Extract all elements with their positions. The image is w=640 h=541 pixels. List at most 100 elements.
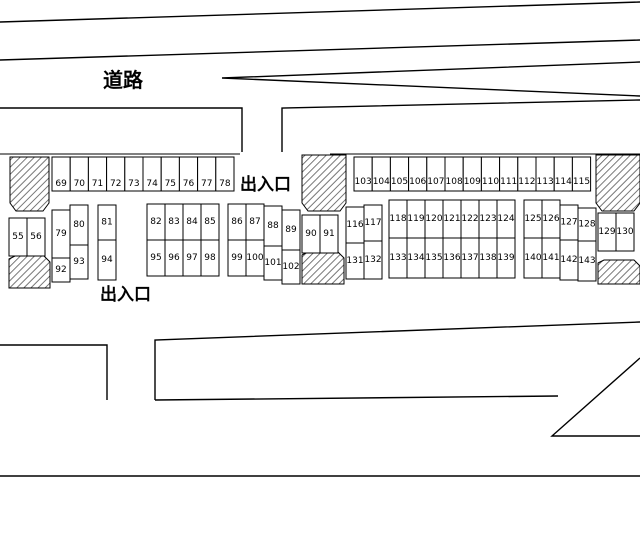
parking-space-number: 74 <box>146 179 158 189</box>
parking-space-number: 114 <box>555 177 572 187</box>
parking-space-number: 83 <box>168 217 179 227</box>
parking-space-number: 73 <box>128 179 139 189</box>
parking-space-number: 78 <box>219 179 231 189</box>
parking-space-number: 103 <box>355 177 372 187</box>
parking-space-number: 135 <box>425 253 442 263</box>
parking-space-number: 71 <box>92 179 103 189</box>
parking-space-number: 140 <box>524 253 541 263</box>
parking-space <box>215 156 235 192</box>
parking-space-number: 120 <box>425 214 442 224</box>
parking-space-number: 116 <box>346 220 363 230</box>
parking-space-number: 132 <box>364 255 381 265</box>
parking-space <box>615 212 635 252</box>
parking-space-number: 96 <box>168 253 180 263</box>
parking-space-number: 134 <box>407 253 424 263</box>
planter <box>9 156 50 212</box>
parking-space-number: 130 <box>616 227 633 237</box>
parking-space-number: 129 <box>598 227 615 237</box>
parking-space-number: 105 <box>391 177 408 187</box>
parking-space-number: 99 <box>231 253 243 263</box>
planter <box>595 154 640 212</box>
parking-space-number: 69 <box>55 179 67 189</box>
parking-space-number: 138 <box>479 253 496 263</box>
parking-space-number: 100 <box>246 253 263 263</box>
parking-space-number: 104 <box>373 177 390 187</box>
parking-space-number: 117 <box>364 218 381 228</box>
parking-space-number: 95 <box>150 253 161 263</box>
parking-space-number: 87 <box>249 217 260 227</box>
parking-space-number: 91 <box>323 229 334 239</box>
parking-space-number: 79 <box>55 229 67 239</box>
planter <box>301 251 345 285</box>
parking-space-number: 119 <box>407 214 424 224</box>
parking-space-number: 89 <box>285 225 297 235</box>
parking-space-number: 141 <box>542 253 559 263</box>
parking-space-number: 81 <box>101 218 112 228</box>
parking-space <box>571 156 592 192</box>
parking-space-number: 55 <box>12 232 23 242</box>
parking-space-number: 93 <box>73 257 84 267</box>
parking-space-number: 115 <box>573 177 590 187</box>
parking-space-number: 88 <box>267 221 279 231</box>
parking-space-number: 121 <box>443 214 460 224</box>
parking-space-number: 111 <box>500 177 517 187</box>
parking-space-number: 77 <box>201 179 212 189</box>
parking-space <box>69 244 89 280</box>
parking-space-number: 126 <box>542 214 559 224</box>
parking-space-number: 113 <box>537 177 554 187</box>
parking-space-number: 108 <box>446 177 463 187</box>
parking-space-number: 72 <box>110 179 121 189</box>
parking-space-number: 142 <box>560 255 577 265</box>
parking-space-number: 94 <box>101 255 113 265</box>
parking-space-number: 136 <box>443 253 460 263</box>
parking-space-number: 128 <box>578 220 595 230</box>
entrance-label-bottom: 出入口 <box>100 284 151 305</box>
parking-space-number: 82 <box>150 217 161 227</box>
parking-space-number: 97 <box>186 253 197 263</box>
parking-space-number: 133 <box>389 253 406 263</box>
parking-space-number: 86 <box>231 217 243 227</box>
parking-space-number: 123 <box>479 214 496 224</box>
planters <box>8 154 640 289</box>
road-label: 道路 <box>103 68 144 92</box>
parking-space-number: 76 <box>183 179 195 189</box>
parking-space-number: 109 <box>464 177 481 187</box>
parking-space-number: 80 <box>73 220 85 230</box>
parking-space-number: 102 <box>282 262 299 272</box>
parking-space-number: 143 <box>578 256 595 266</box>
entrance-label-top: 出入口 <box>240 174 291 195</box>
parking-space-number: 107 <box>427 177 444 187</box>
parking-space <box>577 240 597 282</box>
parking-space-number: 101 <box>264 258 281 268</box>
parking-space <box>200 239 220 277</box>
planter <box>301 154 347 212</box>
parking-space-number: 131 <box>346 256 363 266</box>
planter <box>597 259 640 285</box>
parking-space-number: 139 <box>497 253 514 263</box>
parking-space-number: 106 <box>409 177 426 187</box>
parking-space-number: 90 <box>305 229 317 239</box>
parking-space <box>26 217 46 257</box>
parking-space-number: 124 <box>497 214 514 224</box>
parking-space-number: 56 <box>30 232 42 242</box>
parking-space-number: 98 <box>204 253 216 263</box>
parking-space <box>363 240 383 280</box>
parking-space-number: 122 <box>461 214 478 224</box>
parking-space-number: 137 <box>461 253 478 263</box>
parking-space <box>97 239 117 281</box>
parking-space-number: 70 <box>74 179 86 189</box>
parking-space-number: 75 <box>165 179 176 189</box>
parking-space <box>281 249 301 285</box>
parking-space-number: 125 <box>524 214 541 224</box>
parking-space-number: 127 <box>560 218 577 228</box>
parking-space-number: 110 <box>482 177 499 187</box>
parking-space-number: 92 <box>55 265 66 275</box>
planter <box>8 255 51 289</box>
parking-space <box>319 214 339 254</box>
parking-space-number: 112 <box>518 177 535 187</box>
parking-space <box>496 237 516 279</box>
parking-space-number: 85 <box>204 217 215 227</box>
road-lines <box>0 1 640 477</box>
